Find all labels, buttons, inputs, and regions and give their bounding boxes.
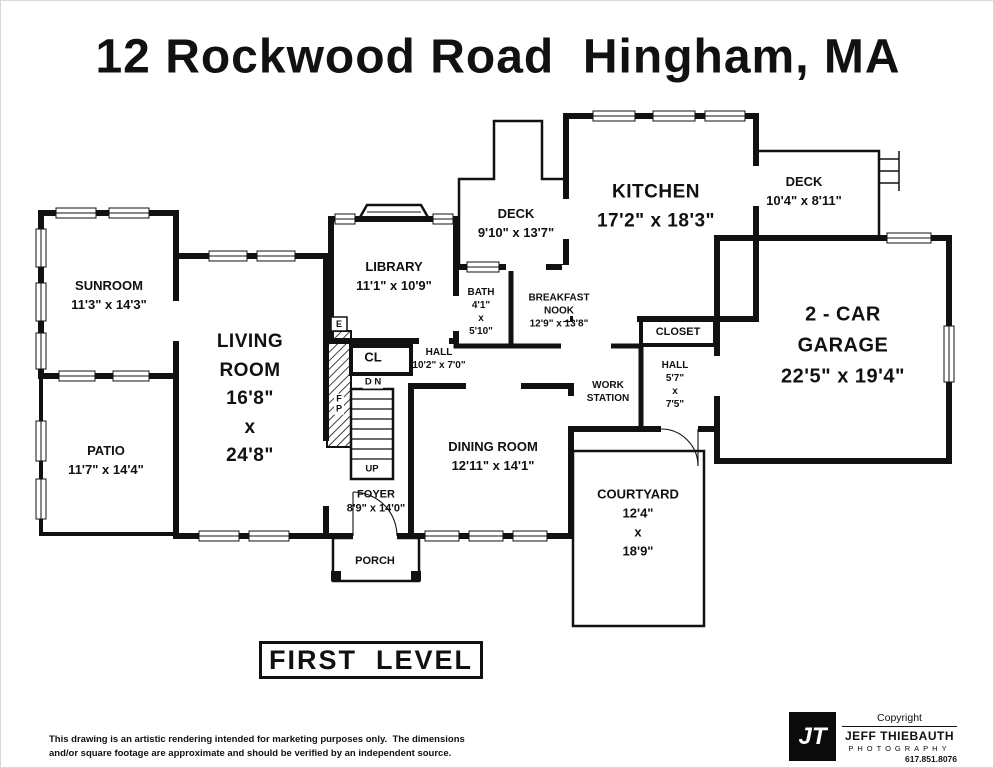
windows-layer [35,110,955,542]
room-label-living-room: LIVING ROOM 16'8" x 24'8" [216,330,284,466]
room-label-dining-room: DINING ROOM 12'11" x 14'1" [448,439,538,473]
credit-text: Copyright JEFF THIEBAUTH PHOTOGRAPHY 617… [836,712,957,764]
room-label-deck-upper: DECK 9'10" x 13'7" [477,206,555,240]
room-label-porch: PORCH [355,554,395,567]
room-label-cl: CL [364,349,382,365]
panel-box [330,316,348,332]
photographer-name: JEFF THIEBAUTH [845,729,954,743]
photographer-logo: JT [789,712,836,761]
copyright-label: Copyright [842,712,957,727]
room-label-deck-right: DECK 10'4" x 8'11" [766,174,842,208]
room-label-bath: BATH 4'1" x 5'10" [467,287,495,337]
stairs-up-label: UP [363,463,381,476]
door-swings [352,428,699,537]
room-label-library: LIBRARY 11'1" x 10'9" [356,259,432,293]
room-label-hall-center: HALL 10'2" x 7'0" [412,347,466,371]
level-label: FIRST LEVEL [268,644,473,675]
credit-block: JT Copyright JEFF THIEBAUTH PHOTOGRAPHY … [789,712,957,764]
room-label-breakfast-nook: BREAKFAST NOOK 12'9" x 13'8" [528,292,590,330]
door-gaps-layer [172,166,760,540]
room-label-hall-right: HALL 5'7" x 7'5" [661,360,689,410]
room-label-sunroom: SUNROOM 11'3" x 14'3" [71,278,147,312]
electrical-panel-label: E [335,318,343,329]
room-label-closet: CLOSET [655,325,701,338]
room-label-work-station: WORK STATION [586,380,630,404]
room-label-kitchen: KITCHEN 17'2" x 18'3" [596,181,716,232]
fireplace-hatch [326,330,352,448]
stairs-down-label: D N [362,376,384,389]
room-label-patio: PATIO 11'7" x 14'4" [68,443,144,477]
room-label-garage: 2 - CAR GARAGE 22'5" x 19'4" [781,303,905,388]
room-label-courtyard: COURTYARD 12'4" x 18'9" [597,486,679,558]
disclaimer-text: This drawing is an artistic rendering in… [49,734,465,759]
porch-posts [331,571,421,581]
photography-label: PHOTOGRAPHY [848,744,951,753]
deck-steps [879,151,900,191]
stair-treads [351,398,393,460]
fireplace-label: F P [333,393,345,415]
photographer-phone: 617.851.8076 [905,754,957,764]
level-label-box: FIRST LEVEL [259,641,483,679]
room-label-foyer: FOYER 8'9" x 14'0" [346,488,406,515]
page-title: 12 Rockwood Road Hingham, MA [95,30,901,84]
